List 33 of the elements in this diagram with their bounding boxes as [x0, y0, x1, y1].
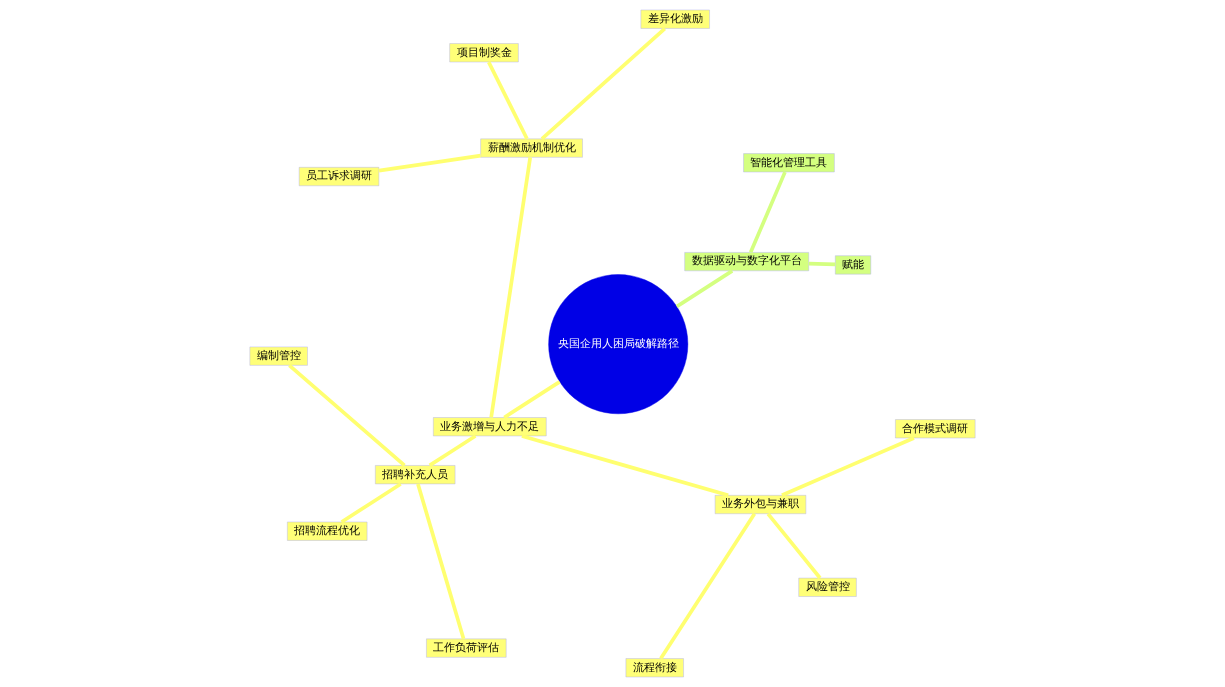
node-box: 招聘流程优化 — [287, 521, 368, 541]
connector — [428, 434, 477, 467]
connector — [416, 483, 466, 640]
connector — [766, 512, 822, 580]
node-circle: 央国企用人困局破解路径 — [548, 274, 689, 415]
node-box: 薪酬激励机制优化 — [480, 138, 583, 158]
connector — [675, 269, 734, 309]
node-box: 编制管控 — [249, 346, 308, 366]
connector — [503, 380, 561, 419]
node-box: 合作模式调研 — [895, 419, 976, 439]
node-box: 项目制奖金 — [449, 43, 519, 63]
node-box: 风险管控 — [798, 577, 857, 597]
connector — [489, 157, 533, 418]
node-box: 招聘补充人员 — [375, 465, 456, 485]
connector — [540, 27, 667, 141]
node-box: 智能化管理工具 — [743, 153, 835, 173]
connector — [288, 364, 406, 467]
node-box: 业务外包与兼职 — [714, 495, 807, 514]
connector — [521, 434, 729, 497]
connector — [808, 261, 836, 267]
connector — [659, 512, 757, 660]
node-box: 数据驱动与数字化平台 — [684, 252, 809, 272]
node-box: 业务激增与人力不足 — [433, 417, 547, 437]
connector — [487, 61, 529, 140]
node-box: 差异化激励 — [640, 9, 710, 29]
connector — [781, 436, 915, 497]
connector — [340, 482, 402, 524]
connector — [378, 153, 481, 173]
connector — [748, 171, 787, 254]
node-box: 员工诉求调研 — [298, 167, 380, 186]
node-box: 流程衔接 — [625, 658, 684, 678]
node-box: 工作负荷评估 — [426, 638, 507, 658]
node-box: 赋能 — [835, 255, 872, 275]
